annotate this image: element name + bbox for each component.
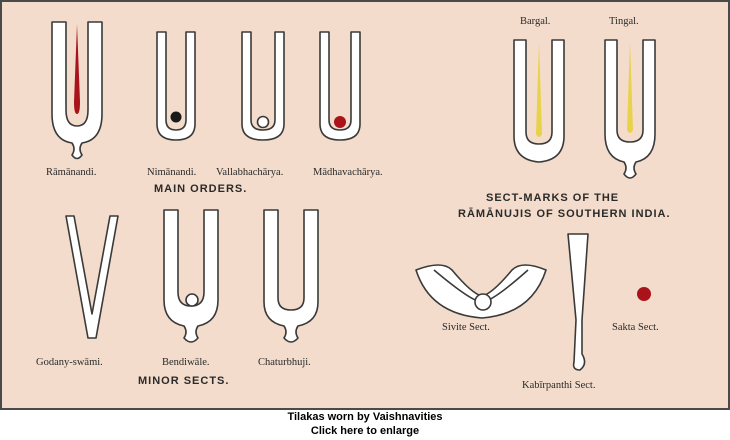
image-caption: Tilakas worn by Vaishnavities Click here… — [0, 410, 730, 438]
label-chaturbhuji: Chaturbhuji. — [258, 357, 311, 368]
ramanandi-mark — [51, 21, 103, 160]
bargal-mark — [513, 39, 565, 163]
heading-minor-sects: MINOR SECTS. — [138, 375, 230, 387]
tilaka-plate[interactable]: Rāmānandi. Nimānandi. Vallabhachārya. Mā… — [0, 0, 730, 410]
label-bendiwale: Bendiwāle. — [162, 357, 210, 368]
label-vallabhacharya: Vallabhachārya. — [216, 167, 284, 178]
label-tingal: Tingal. — [609, 16, 639, 27]
tilaka-illustration — [51, 21, 656, 371]
sivite-sect-mark — [415, 264, 547, 319]
kabirpanthi-sect-mark — [567, 233, 589, 371]
label-godany-swami: Godany-swāmi. — [36, 357, 103, 368]
madhavacharya-mark — [319, 31, 361, 141]
heading-sect-marks-line2: RĀMĀNUJIS OF SOUTHERN INDIA. — [458, 208, 671, 220]
vallabhacharya-mark — [241, 31, 285, 141]
tingal-mark — [604, 39, 656, 179]
label-kabirpanthi-sect: Kabīrpanthi Sect. — [522, 380, 596, 391]
heading-sect-marks-line1: SECT-MARKS OF THE — [486, 192, 620, 204]
godany-swami-mark — [65, 215, 119, 339]
label-nimanandi: Nimānandi. — [147, 167, 197, 178]
heading-main-orders: MAIN ORDERS. — [154, 183, 248, 195]
chaturbhuji-mark — [263, 209, 319, 343]
label-madhavacharya: Mādhavachārya. — [313, 167, 383, 178]
caption-title: Tilakas worn by Vaishnavities — [287, 411, 443, 423]
enlarge-link[interactable]: Click here to enlarge — [310, 425, 420, 437]
label-ramanandi: Rāmānandi. — [46, 167, 97, 178]
nimanandi-mark — [156, 31, 196, 141]
bendiwale-mark — [163, 209, 219, 343]
label-sakta-sect: Sakta Sect. — [612, 322, 659, 333]
label-sivite-sect: Sivite Sect. — [442, 322, 490, 333]
sakta-sect-mark — [637, 287, 651, 301]
label-bargal: Bargal. — [520, 16, 551, 27]
